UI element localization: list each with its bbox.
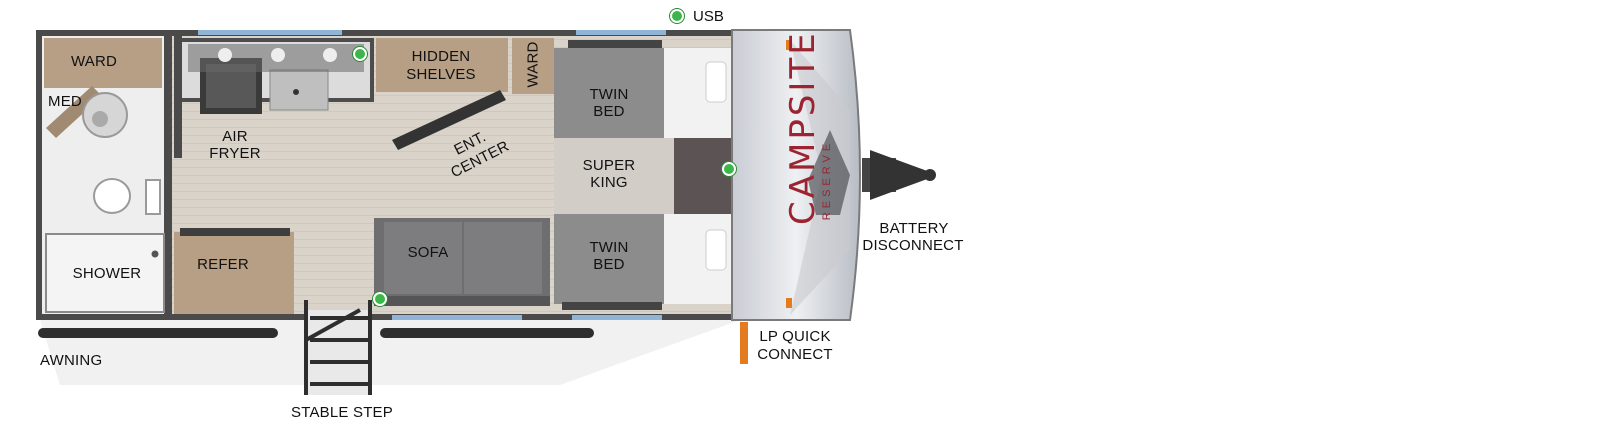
label-twin-bot-1: TWIN (589, 239, 629, 256)
twin-bed-bottom (554, 214, 664, 304)
overhead-light (323, 48, 337, 62)
label-air-fryer-2: FRYER (209, 145, 261, 162)
cap-marker (786, 298, 792, 308)
entertainment-center (392, 90, 506, 150)
label-stable-step: STABLE STEP (291, 404, 393, 421)
overhead-light (218, 48, 232, 62)
brand-name: CAMPSITE (783, 30, 823, 225)
toilet (93, 178, 131, 214)
window (576, 30, 666, 35)
usb-dot-icon (670, 9, 684, 23)
label-lp-1: LP QUICK (759, 328, 831, 345)
usb-legend-label: USB (693, 7, 724, 25)
hidden-shelves-cabinet (376, 38, 508, 92)
usb-marker-icon (353, 47, 367, 61)
bed-headboard-bottom (562, 302, 662, 310)
bed-headboard-top (568, 40, 662, 48)
cap-marker (786, 40, 792, 50)
toilet-tank (145, 179, 161, 215)
usb-marker-icon (722, 162, 736, 176)
label-lp-2: CONNECT (757, 346, 833, 363)
med-cabinet (46, 86, 102, 138)
pillow (705, 229, 727, 271)
bed-extension (674, 138, 732, 214)
front-cap-graphic (790, 40, 850, 315)
label-twin-bot-2: BED (593, 256, 625, 273)
stable-step-rungs (310, 316, 368, 386)
label-twin-top-2: BED (593, 103, 625, 120)
label-air-fryer-1: AIR (222, 128, 248, 145)
label-hidden-2: SHELVES (406, 66, 476, 83)
twin-bed-top (554, 48, 664, 138)
usb-marker-icon (373, 292, 387, 306)
label-super-1: SUPER (582, 157, 636, 174)
hitch-coupler (924, 169, 936, 181)
sofa-cushion-left (384, 222, 462, 294)
label-hidden-1: HIDDEN (411, 48, 471, 65)
sink-drain (92, 111, 108, 127)
shower-stall (45, 233, 165, 313)
label-twin-top-1: TWIN (589, 86, 629, 103)
sofa-arm (374, 296, 550, 306)
overhead-light (271, 48, 285, 62)
kitchen-back-wall (174, 36, 182, 158)
label-ward-front: WARD (524, 41, 542, 88)
window (392, 315, 522, 320)
front-wardrobe (512, 38, 554, 94)
label-battery-2: DISCONNECT (862, 237, 964, 254)
bath-wardrobe (44, 38, 162, 88)
stable-step-rail (305, 308, 361, 342)
label-super-2: KING (590, 174, 628, 191)
window (572, 315, 662, 320)
brand-logo: CAMPSITE RESERVE (783, 30, 845, 225)
label-sofa: SOFA (407, 244, 449, 261)
label-awning: AWNING (40, 352, 103, 369)
kitchen-sink (269, 69, 329, 111)
pillow (705, 61, 727, 103)
label-shower: SHOWER (72, 265, 142, 282)
label-battery-1: BATTERY (879, 220, 949, 237)
label-ward-bath: WARD (70, 53, 118, 70)
hitch-tongue (870, 150, 930, 200)
brand-sub: RESERVE (821, 139, 833, 221)
refrigerator-door (180, 228, 290, 236)
refrigerator (174, 232, 294, 314)
front-cap-mountain (808, 130, 850, 215)
label-refer: REFER (197, 256, 249, 273)
window (198, 30, 342, 35)
shower-drain (151, 250, 159, 258)
sofa-cushion-right (464, 222, 542, 294)
super-king-middle (554, 138, 674, 214)
awning-bar (38, 328, 278, 338)
bathroom-wall (164, 36, 172, 314)
lp-connector (740, 322, 748, 364)
sink-faucet (293, 89, 299, 95)
awning-bar (380, 328, 594, 338)
stable-step-rail (304, 300, 372, 395)
label-med: MED (48, 93, 82, 110)
usb-legend: USB (670, 6, 724, 26)
